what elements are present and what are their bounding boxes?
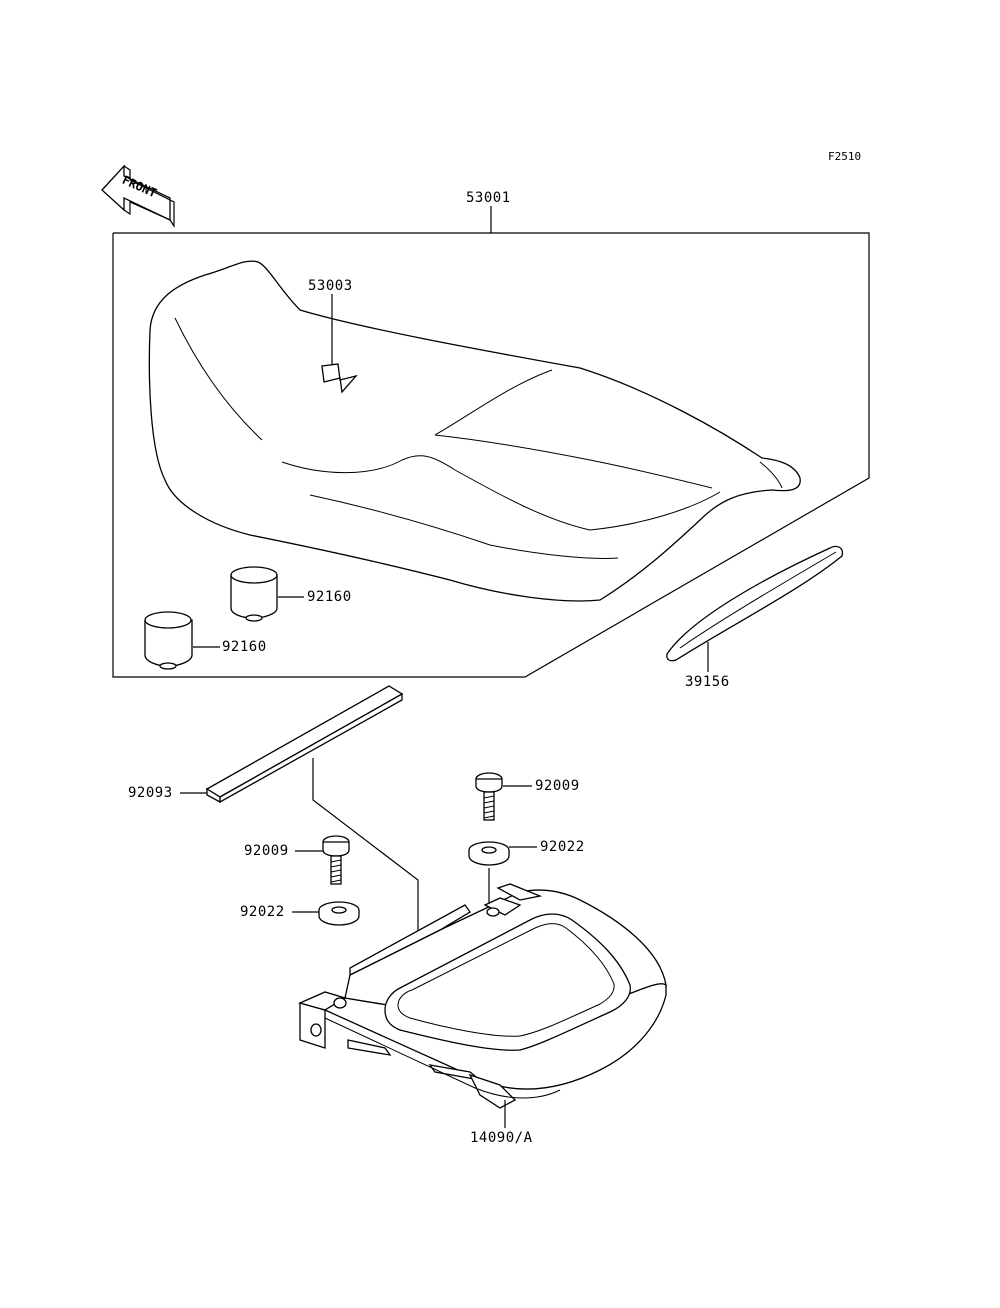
label-92009-left: 92009 [244, 843, 289, 859]
seat [148, 260, 801, 602]
rubber-strip [205, 685, 404, 804]
side-strip [666, 545, 844, 662]
label-92160-upper: 92160 [307, 589, 352, 605]
front-arrow-icon: FRONT [101, 164, 175, 228]
washer-left [318, 901, 360, 926]
label-53003: 53003 [308, 278, 353, 294]
label-92022-right: 92022 [540, 839, 585, 855]
seat-base [298, 883, 667, 1109]
damper-upper [230, 566, 278, 622]
label-39156: 39156 [685, 674, 730, 690]
seat-label-tag [321, 363, 358, 394]
seat-assembly-box [112, 232, 870, 678]
damper-lower [144, 611, 193, 670]
label-92009-right: 92009 [535, 778, 580, 794]
washer-right [468, 841, 510, 866]
bolt-left [322, 835, 350, 885]
label-92022-left: 92022 [240, 904, 285, 920]
figure-code: F2510 [828, 150, 861, 163]
label-53001: 53001 [466, 190, 511, 206]
label-92160-lower: 92160 [222, 639, 267, 655]
label-14090: 14090/A [470, 1130, 533, 1146]
bolt-right [475, 772, 503, 821]
leader-92093-to-base [312, 758, 419, 948]
label-92093: 92093 [128, 785, 173, 801]
